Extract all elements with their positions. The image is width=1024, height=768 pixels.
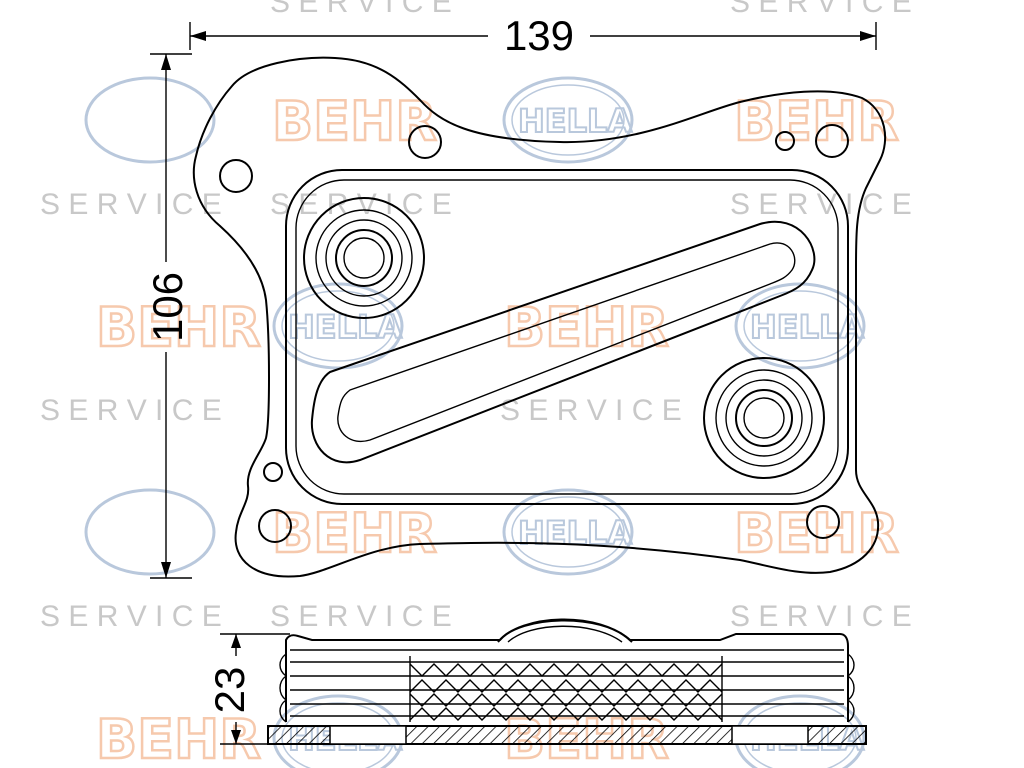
watermark-hella: HELLA bbox=[518, 102, 632, 140]
watermark-service: S E R V I C E bbox=[270, 188, 452, 221]
base-plate-gap bbox=[731, 725, 809, 745]
watermark-behr: BEHR bbox=[96, 296, 261, 359]
mounting-hole bbox=[408, 125, 442, 159]
arrowhead bbox=[161, 562, 171, 578]
cooler-plate-stack bbox=[285, 619, 849, 722]
cooler-plate-inner bbox=[295, 179, 839, 495]
fin-zigzag bbox=[409, 693, 723, 707]
plate-edge bbox=[846, 653, 855, 723]
arrowhead bbox=[231, 634, 241, 648]
base-plate bbox=[267, 725, 867, 745]
center-dome-inner bbox=[507, 625, 623, 643]
watermark-hella-logo: HELLA bbox=[272, 282, 404, 370]
flow-channel-outer bbox=[310, 220, 816, 464]
oil-port-outlet bbox=[703, 357, 825, 479]
watermark-service: S E R V I C E bbox=[40, 394, 222, 427]
watermark-hella-logo: HELLA bbox=[502, 76, 634, 164]
flow-channel-inner bbox=[337, 242, 796, 443]
mounting-hole bbox=[806, 505, 840, 539]
plate-edge bbox=[279, 653, 288, 723]
arrowhead bbox=[860, 31, 876, 41]
watermark-service: S E R V I C E bbox=[270, 600, 452, 633]
cooler-plate-outer bbox=[285, 169, 849, 505]
watermark-service: S E R V I C E bbox=[40, 188, 222, 221]
base-plate-gap bbox=[329, 725, 407, 745]
arrowhead bbox=[231, 730, 241, 744]
mounting-hole bbox=[219, 159, 253, 193]
width-value: 139 bbox=[504, 12, 574, 59]
fin-zigzag bbox=[409, 663, 723, 677]
mounting-hole bbox=[258, 509, 292, 543]
height-value: 106 bbox=[144, 272, 191, 342]
watermark-behr: BEHR bbox=[272, 90, 437, 153]
mounting-hole bbox=[775, 131, 795, 151]
watermark-hella: HELLA bbox=[288, 308, 402, 346]
watermark-hella-logo: HELLA bbox=[502, 488, 634, 576]
watermark-service: S E R V I C E bbox=[730, 188, 912, 221]
oil-port-inlet bbox=[303, 197, 425, 319]
watermark-service: S E R V I C E bbox=[500, 394, 682, 427]
watermark-hella-logo bbox=[84, 76, 216, 164]
watermark-hella-logo: HELLA bbox=[734, 282, 866, 370]
center-dome bbox=[497, 618, 633, 643]
watermark-behr: BEHR bbox=[272, 502, 437, 565]
fin-zigzag bbox=[409, 679, 723, 693]
height-dimension: 106 bbox=[144, 53, 192, 579]
watermark-service: S E R V I C E bbox=[270, 0, 452, 19]
watermark-behr: BEHR bbox=[734, 502, 899, 565]
mounting-hole bbox=[815, 124, 849, 158]
thickness-value: 23 bbox=[206, 667, 253, 714]
watermark-service: S E R V I C E bbox=[730, 0, 912, 19]
watermark-layer: BEHR BEHR BEHR BEHR BEHR BEHR BEHR BEHR … bbox=[40, 0, 912, 768]
watermark-hella-logo bbox=[84, 488, 216, 576]
gasket-outline bbox=[192, 56, 887, 578]
fin-zigzag bbox=[409, 707, 723, 721]
mounting-hole bbox=[263, 462, 283, 482]
watermark-hella: HELLA bbox=[750, 308, 864, 346]
watermark-service: S E R V I C E bbox=[730, 600, 912, 633]
top-view bbox=[192, 56, 887, 578]
watermark-service: S E R V I C E bbox=[40, 600, 222, 633]
width-dimension: 139 bbox=[189, 12, 877, 59]
thickness-dimension: 23 bbox=[206, 633, 290, 745]
arrowhead bbox=[190, 31, 206, 41]
arrowhead bbox=[161, 54, 171, 70]
side-view bbox=[267, 618, 867, 745]
